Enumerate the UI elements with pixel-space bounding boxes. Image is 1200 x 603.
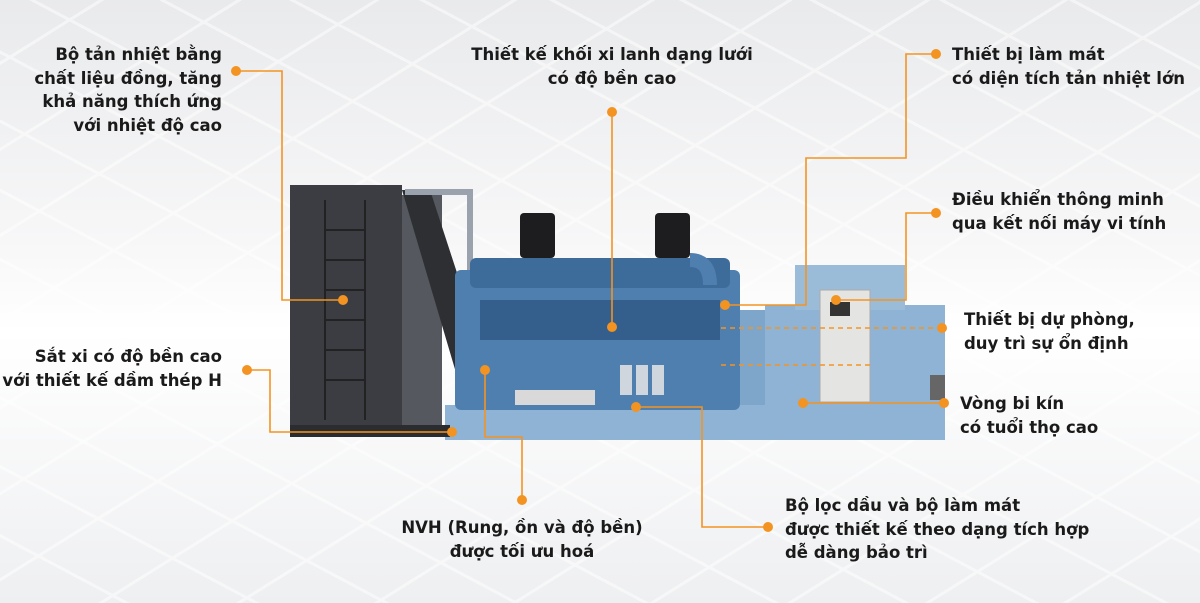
callout-line: Bộ lọc dầu và bộ làm mát — [785, 496, 1021, 515]
callout-line: Bộ tản nhiệt bằng — [55, 45, 222, 64]
generator — [290, 185, 945, 440]
callout-chassis: Sắt xi có độ bền cao với thiết kế dầm th… — [2, 345, 222, 392]
callout-line: với thiết kế dầm thép H — [2, 370, 222, 390]
callout-line: có tuổi thọ cao — [960, 417, 1099, 437]
callout-radiator: Bộ tản nhiệt bằng chất liệu đồng, tăng k… — [34, 43, 222, 137]
callout-line: được thiết kế theo dạng tích hợp — [785, 519, 1090, 539]
callout-line: Thiết kế khối xi lanh dạng lưới — [471, 45, 753, 64]
callout-line: có diện tích tản nhiệt lớn — [952, 68, 1186, 88]
callout-control: Điều khiển thông minh qua kết nối máy vi… — [952, 188, 1166, 235]
callout-filter: Bộ lọc dầu và bộ làm mát được thiết kế t… — [785, 494, 1089, 565]
callout-cooling: Thiết bị làm mát có diện tích tản nhiệt … — [952, 43, 1185, 90]
callout-line: Vòng bi kín — [960, 394, 1065, 413]
callout-line: Thiết bị dự phòng, — [964, 310, 1135, 329]
callout-bearing: Vòng bi kín có tuổi thọ cao — [960, 392, 1098, 439]
callout-line: Điều khiển thông minh — [952, 190, 1164, 209]
callout-line: chất liệu đồng, tăng — [34, 68, 222, 88]
callout-dots — [231, 49, 949, 532]
callout-line: duy trì sự ổn định — [964, 333, 1129, 353]
callout-line: khả năng thích ứng — [42, 92, 222, 111]
callout-line: dễ dàng bảo trì — [785, 543, 928, 562]
callout-line: Thiết bị làm mát — [952, 45, 1105, 64]
callout-line: được tối ưu hoá — [449, 541, 595, 561]
callout-line: với nhiệt độ cao — [73, 115, 222, 135]
callout-cylinder: Thiết kế khối xi lanh dạng lưới có độ bề… — [462, 43, 762, 90]
callout-line: NVH (Rung, ồn và độ bền) — [401, 518, 643, 537]
callout-backup: Thiết bị dự phòng, duy trì sự ổn định — [964, 308, 1135, 355]
callout-nvh: NVH (Rung, ồn và độ bền) được tối ưu hoá — [372, 516, 672, 563]
callout-line: có độ bền cao — [547, 68, 677, 88]
callout-line: qua kết nối máy vi tính — [952, 213, 1167, 233]
callout-lines — [236, 53, 944, 528]
callout-line: Sắt xi có độ bền cao — [34, 347, 222, 366]
